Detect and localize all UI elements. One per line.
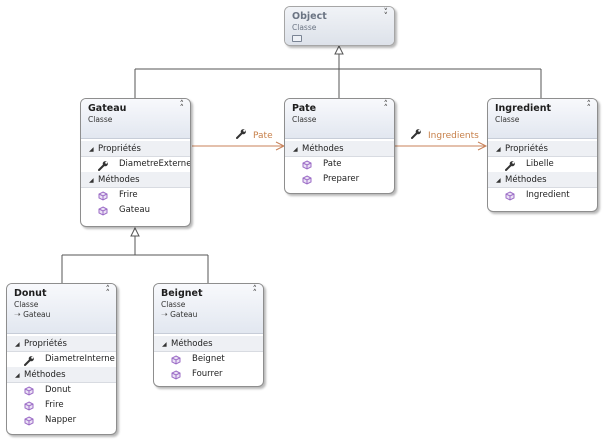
member-method[interactable]: Frire [7,398,116,413]
method-cube-icon [24,386,34,402]
class-name: Ingredient [495,103,552,114]
collapse-triangle-icon[interactable]: ◢ [15,341,20,348]
section-header-properties[interactable]: ◢Propriétés [81,141,190,157]
class-box-pate[interactable]: Pate Classe ◢Méthodes Pate Preparer [284,98,395,194]
class-stereotype: Classe [88,115,113,124]
class-stereotype: Classe [495,115,520,124]
member-method[interactable]: Ingredient [488,188,597,203]
section-header-properties[interactable]: ◢Propriétés [7,336,116,352]
class-header-beignet: Beignet Classe ➝ Gateau [154,284,263,334]
member-method[interactable]: Donut [7,383,116,398]
method-cube-icon [24,401,34,417]
collapse-triangle-icon[interactable]: ◢ [89,146,94,153]
class-name: Gateau [88,103,127,114]
association-arrowhead-ingredient [477,141,488,151]
wrench-icon [411,128,422,143]
collapse-triangle-icon[interactable]: ◢ [15,372,20,379]
association-label-pate[interactable]: Pate [236,128,273,143]
association-arrowhead-pate [275,141,286,151]
collapse-triangle-icon[interactable]: ◢ [496,146,501,153]
section-header-properties[interactable]: ◢Propriétés [488,141,597,157]
method-cube-icon [302,175,312,191]
section-header-methods[interactable]: ◢Méthodes [285,141,394,157]
method-cube-icon [171,355,181,371]
wrench-icon [236,128,247,143]
collapse-triangle-icon[interactable]: ◢ [162,341,167,348]
class-stereotype: Classe [292,23,317,32]
inheritance-arrowhead-gateau [130,226,140,237]
member-method[interactable]: Gateau [81,203,190,218]
class-stereotype: Classe [14,300,39,309]
method-cube-icon [24,416,34,432]
member-property[interactable]: DiametreExterne [81,157,190,172]
inheritance-arrowhead-object [334,44,344,55]
class-type-icon [292,35,302,42]
collapse-triangle-icon[interactable]: ◢ [89,177,94,184]
class-box-object[interactable]: Object Classe [284,6,395,46]
member-property[interactable]: Libelle [488,157,597,172]
class-header-ingredient: Ingredient Classe [488,99,597,139]
collapse-triangle-icon[interactable]: ◢ [293,146,298,153]
class-box-gateau[interactable]: Gateau Classe ◢Propriétés DiametreExtern… [80,98,191,227]
class-box-beignet[interactable]: Beignet Classe ➝ Gateau ◢Méthodes Beigne… [153,283,264,387]
member-method[interactable]: Napper [7,413,116,428]
member-method[interactable]: Fourrer [154,367,263,382]
section-header-methods[interactable]: ◢Méthodes [7,367,116,383]
class-name: Donut [14,288,47,299]
inherits-arrow-icon: ➝ [161,310,168,319]
class-name: Object [292,11,327,22]
member-method[interactable]: Pate [285,157,394,172]
collapse-chevron-icon[interactable] [384,102,389,112]
method-cube-icon [505,191,515,207]
class-header-object: Object Classe [285,7,394,45]
collapse-triangle-icon[interactable]: ◢ [496,177,501,184]
wrench-icon [98,160,109,177]
class-name: Beignet [161,288,203,299]
method-cube-icon [98,206,108,222]
class-box-ingredient[interactable]: Ingredient Classe ◢Propriétés Libelle ◢M… [487,98,598,212]
class-stereotype: Classe [161,300,186,309]
wrench-icon [505,160,516,177]
class-parent: ➝ Gateau [161,310,198,319]
member-property[interactable]: DiametreInterne [7,352,116,367]
class-header-pate: Pate Classe [285,99,394,139]
method-cube-icon [98,191,108,207]
association-label-ingredients[interactable]: Ingredients [411,128,479,143]
collapse-chevron-icon[interactable] [180,102,185,112]
section-header-methods[interactable]: ◢Méthodes [81,172,190,188]
class-stereotype: Classe [292,115,317,124]
expand-chevron-icon[interactable] [384,10,389,20]
collapse-chevron-icon[interactable] [253,287,258,297]
member-method[interactable]: Frire [81,188,190,203]
inherits-arrow-icon: ➝ [14,310,21,319]
collapse-chevron-icon[interactable] [106,287,111,297]
member-method[interactable]: Beignet [154,352,263,367]
method-cube-icon [302,160,312,176]
collapse-chevron-icon[interactable] [587,102,592,112]
wrench-icon [24,355,35,372]
section-header-methods[interactable]: ◢Méthodes [488,172,597,188]
section-header-methods[interactable]: ◢Méthodes [154,336,263,352]
class-name: Pate [292,103,317,114]
method-cube-icon [171,370,181,386]
class-header-gateau: Gateau Classe [81,99,190,139]
class-parent: ➝ Gateau [14,310,51,319]
class-box-donut[interactable]: Donut Classe ➝ Gateau ◢Propriétés Diamet… [6,283,117,435]
member-method[interactable]: Preparer [285,172,394,187]
class-header-donut: Donut Classe ➝ Gateau [7,284,116,334]
